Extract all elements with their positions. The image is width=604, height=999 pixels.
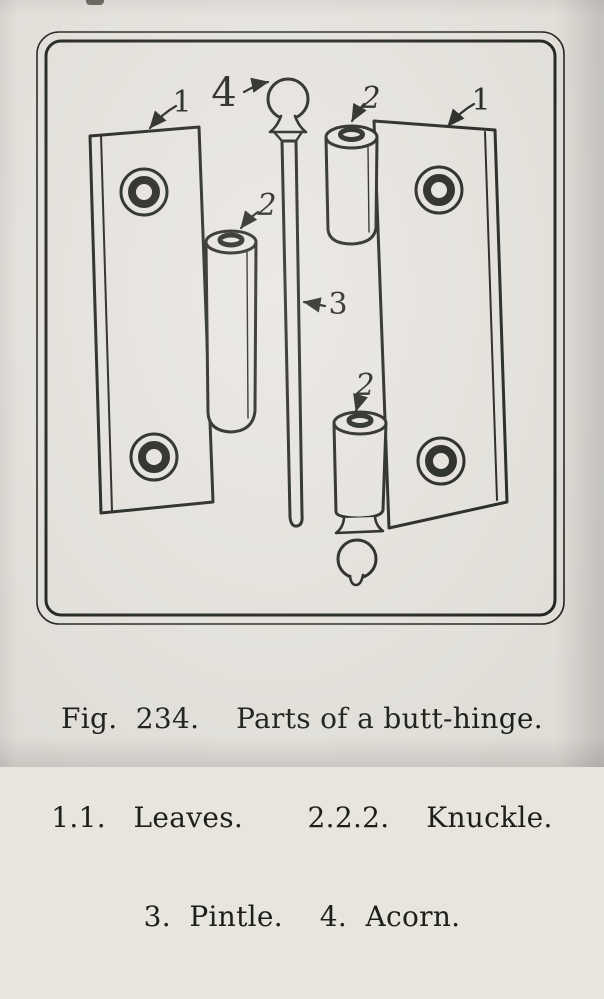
acorn-collar — [268, 114, 308, 134]
leaf-right-plate — [372, 119, 509, 530]
leaf-left-plate — [88, 125, 215, 515]
arrow-to-leaf-right — [446, 102, 476, 128]
knuckle-left — [204, 229, 258, 434]
label-leaf-left: 1 — [172, 85, 191, 120]
butt-hinge-diagram: 4 1 1 2 2 2 3 — [36, 31, 565, 625]
label-acorn: 4 — [211, 70, 236, 116]
label-leaf-right: 1 — [471, 83, 490, 118]
label-knuckle-bottom-right: 2 — [354, 368, 374, 403]
leaf-right-thickness-line — [484, 131, 498, 501]
scan-artifact-mark — [86, 0, 104, 5]
acorn-ball — [266, 77, 310, 121]
figure-caption: Fig. 234. Parts of a butt-hinge. 1.1. Le… — [0, 636, 604, 999]
knuckle-left-contour-line — [246, 251, 249, 419]
leaf-left-thickness-line — [100, 134, 113, 512]
arrow-to-acorn — [242, 77, 270, 94]
screw-hole-left-top-inner — [128, 176, 160, 208]
arrow-to-pintle — [302, 297, 327, 313]
screw-hole-right-bottom-outer — [416, 436, 466, 486]
knuckle-bottom-right — [332, 410, 388, 587]
screw-hole-right-top-outer — [414, 165, 464, 215]
knuckle-left-bore — [217, 232, 245, 248]
caption-line-3: 3. Pintle. 4. Acorn. — [143, 900, 461, 933]
arrow-to-knuckle-left — [239, 210, 260, 230]
leaf-right — [372, 119, 509, 530]
knuckle-bottom-right-bore — [346, 413, 374, 428]
arrow-to-knuckle-bottom-right — [353, 393, 368, 413]
label-pintle: 3 — [328, 287, 347, 322]
knuckle-left-body — [204, 241, 258, 434]
knuckle-top-right — [324, 124, 379, 246]
knuckle-top-right-body — [324, 136, 379, 246]
figure-frame-inner — [44, 39, 557, 617]
leaf-left — [88, 125, 215, 515]
scanned-book-page: 4 1 1 2 2 2 3 Fig. 234. Parts of a butt-… — [0, 0, 604, 933]
screw-hole-left-top-outer — [119, 167, 169, 217]
screw-hole-left-bottom-inner — [138, 441, 170, 473]
arrow-to-leaf-left — [148, 104, 178, 130]
knuckle-top-right-bore — [338, 127, 365, 142]
acorn-top — [266, 77, 310, 143]
figure-frame-outer — [36, 31, 565, 625]
caption-line-2: 1.1. Leaves. 2.2.2. Knuckle. — [51, 801, 553, 834]
pintle-rod — [280, 139, 304, 528]
callout-arrows — [148, 77, 476, 413]
acorn-bottom-collar — [334, 515, 385, 535]
screw-hole-right-bottom-inner — [425, 445, 457, 477]
acorn-bottom-tip — [348, 573, 365, 587]
arrow-to-knuckle-top-right — [350, 102, 367, 123]
label-knuckle-left: 2 — [256, 188, 276, 223]
acorn-bottom-ball — [336, 538, 378, 580]
acorn-neck-lines — [272, 130, 304, 143]
label-knuckle-top-right: 2 — [360, 81, 380, 116]
knuckle-left-top-rim — [204, 229, 258, 255]
caption-line-1: Fig. 234. Parts of a butt-hinge. — [61, 702, 543, 735]
knuckle-top-right-contour-line — [367, 146, 370, 233]
knuckle-bottom-right-body — [332, 421, 388, 520]
screw-hole-right-top-inner — [423, 174, 455, 206]
screw-hole-left-bottom-outer — [129, 432, 179, 482]
